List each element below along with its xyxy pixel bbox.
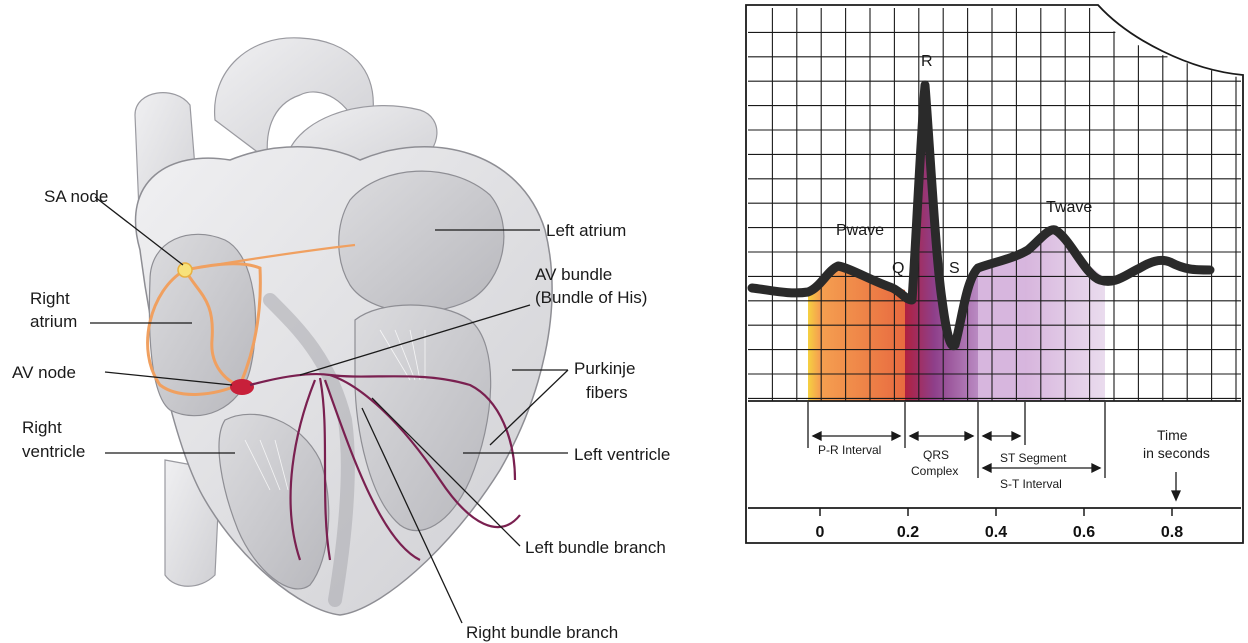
left-atrium-chamber bbox=[339, 171, 504, 312]
st-segment-label: ST Segment bbox=[1000, 451, 1067, 465]
purkinje-label-line2: fibers bbox=[586, 383, 628, 402]
right-atrium-label-line1: Right bbox=[30, 289, 70, 308]
st-interval-label: S-T Interval bbox=[1000, 477, 1062, 491]
left-ventricle-label: Left ventricle bbox=[574, 445, 670, 464]
axis-tick-label: 0.4 bbox=[985, 524, 1007, 541]
qrs-complex-label-line2: Complex bbox=[911, 464, 958, 478]
qrs-complex-label-line1: QRS bbox=[923, 448, 949, 462]
axis-tick-label: 0.8 bbox=[1161, 524, 1183, 541]
axis-tick-label: 0 bbox=[816, 524, 825, 541]
right-atrium-label-line2: atrium bbox=[30, 312, 77, 331]
pr-interval-label: P-R Interval bbox=[818, 443, 881, 457]
right-bundle-branch-label: Right bundle branch bbox=[466, 623, 618, 642]
q-wave-label: Q bbox=[892, 260, 904, 277]
axis-tick-label: 0.6 bbox=[1073, 524, 1095, 541]
av-node-label: AV node bbox=[12, 363, 76, 382]
p-wave-label: Pwave bbox=[836, 222, 884, 239]
time-label-line1: Time bbox=[1157, 427, 1188, 443]
axis-tick-label: 0.2 bbox=[897, 524, 919, 541]
purkinje-label-line1: Purkinje bbox=[574, 359, 635, 378]
time-label-line2: in seconds bbox=[1143, 445, 1210, 461]
av-bundle-label-line1: AV bundle bbox=[535, 265, 612, 284]
sa-node bbox=[178, 263, 192, 277]
heart-diagram bbox=[135, 38, 552, 615]
av-bundle-label-line2: (Bundle of His) bbox=[535, 288, 647, 307]
right-ventricle-label-line2: ventricle bbox=[22, 442, 85, 461]
right-ventricle-label-line1: Right bbox=[22, 418, 62, 437]
ecg-diagram: 0 0.2 0.4 0.6 0.8 bbox=[746, 5, 1243, 543]
left-bundle-branch-label: Left bundle branch bbox=[525, 538, 666, 557]
t-wave-label: Twave bbox=[1046, 199, 1092, 216]
s-wave-label: S bbox=[949, 260, 960, 277]
sa-node-label: SA node bbox=[44, 187, 108, 206]
r-wave-label: R bbox=[921, 53, 933, 70]
av-node bbox=[230, 379, 254, 395]
left-atrium-label: Left atrium bbox=[546, 221, 626, 240]
